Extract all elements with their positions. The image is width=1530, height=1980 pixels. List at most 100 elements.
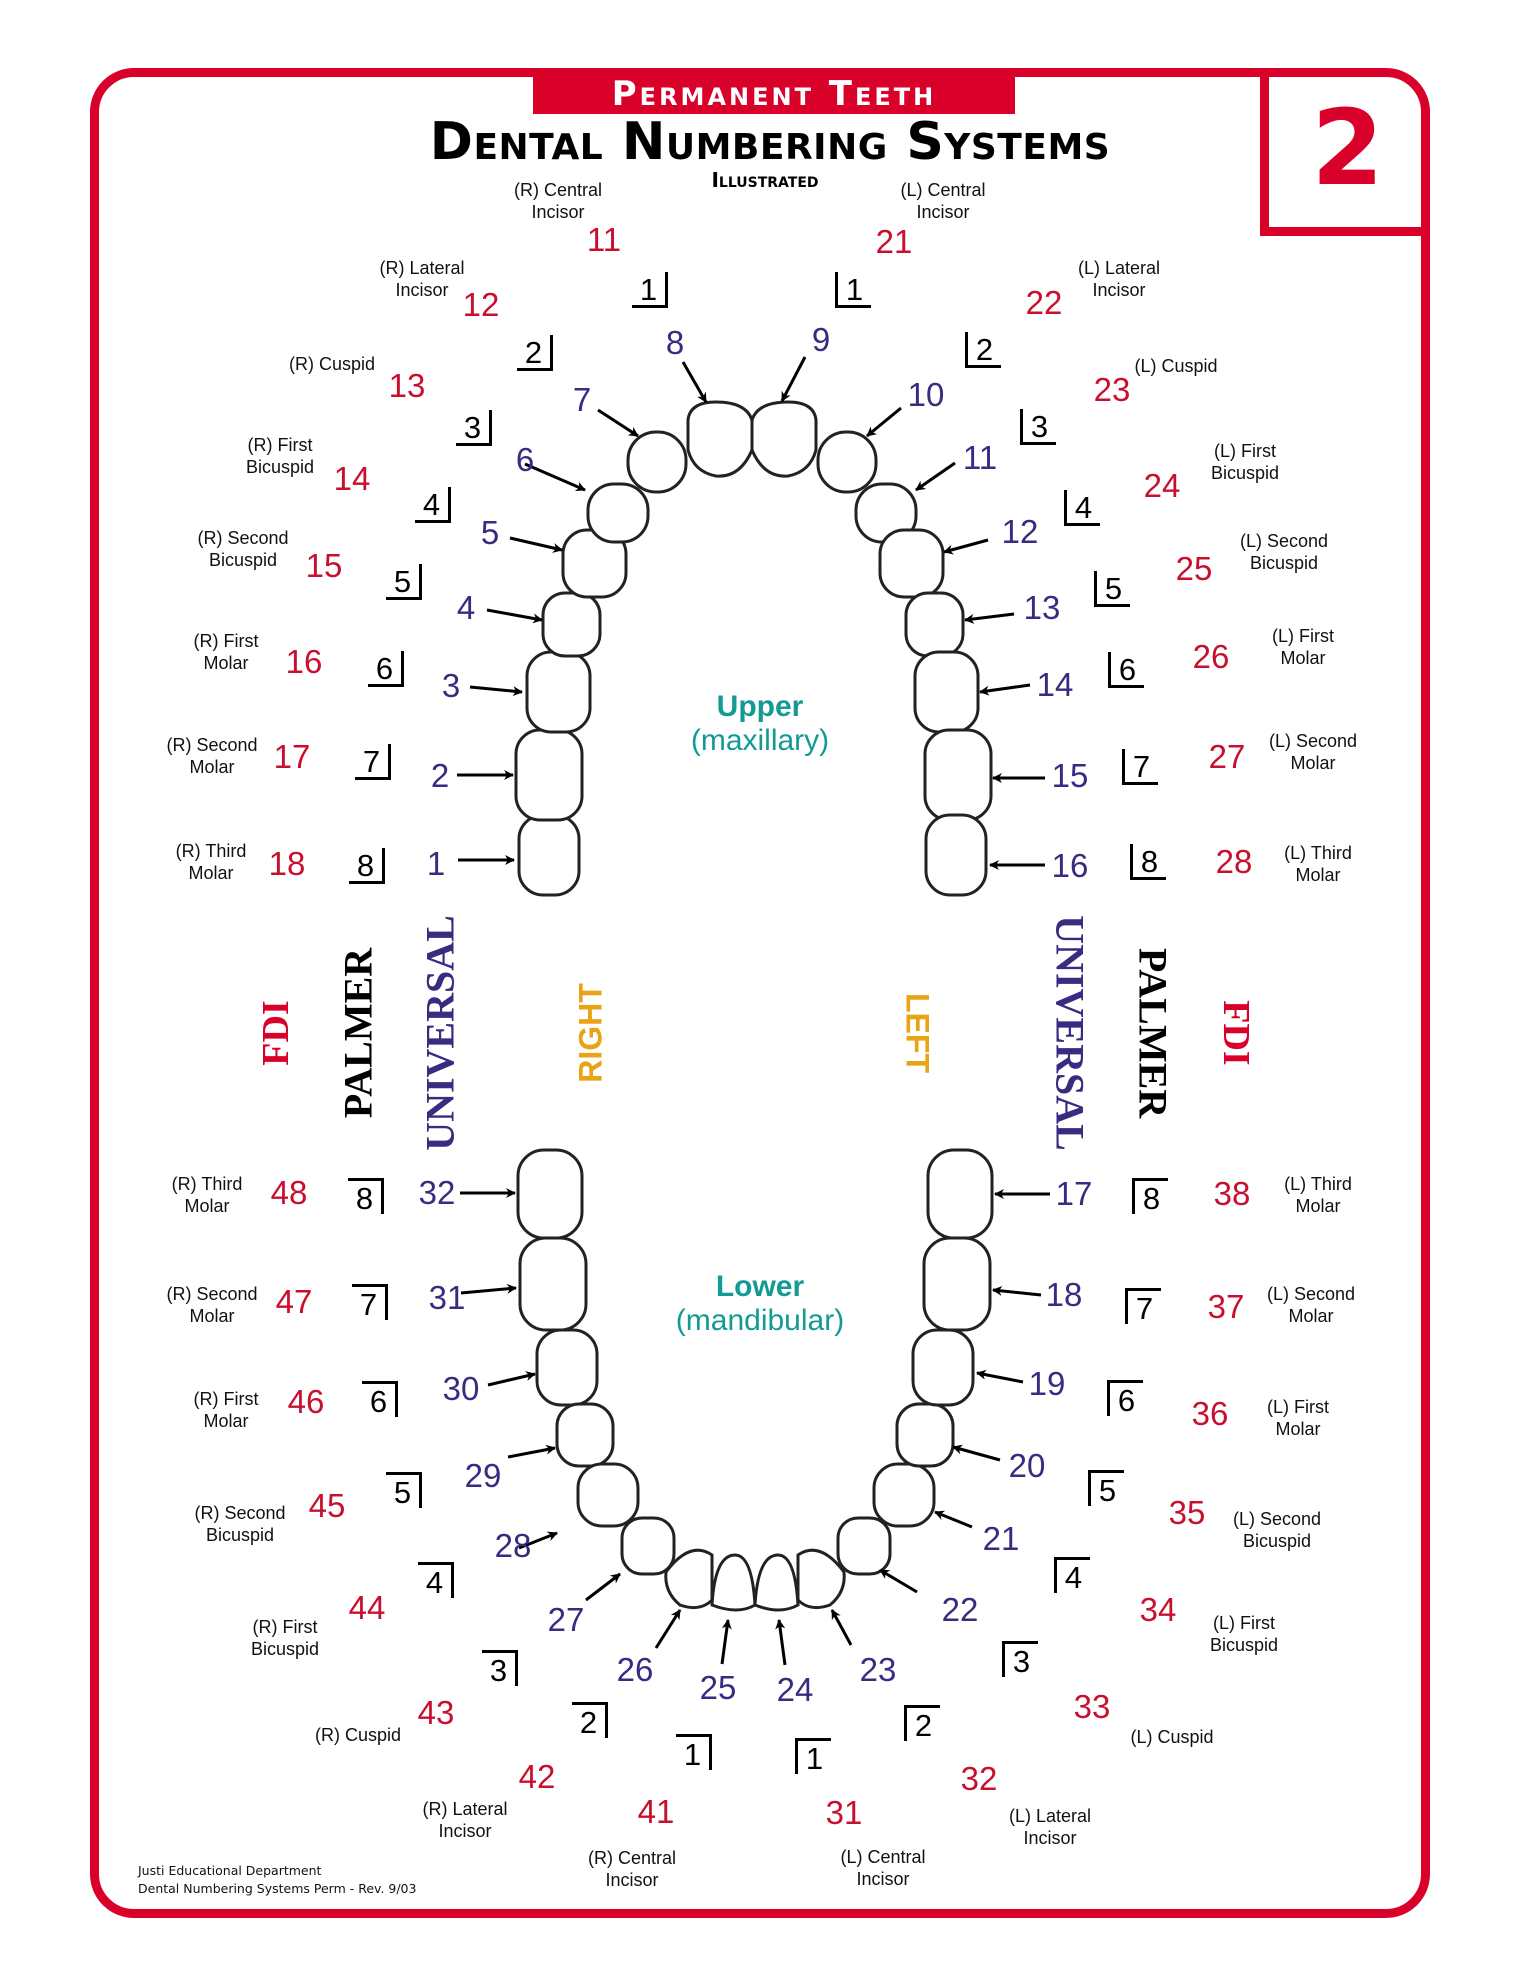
tooth-name: (R) Cuspid	[288, 354, 376, 374]
palmer-number: 2	[904, 1705, 940, 1743]
fdi-number: 21	[875, 223, 913, 260]
tooth-name: (R) First Bicuspid	[245, 435, 315, 477]
fdi-number: 23	[1093, 371, 1131, 408]
fdi-number: 38	[1213, 1175, 1251, 1212]
tooth-name: (L) Second Bicuspid	[1232, 1509, 1322, 1551]
universal-number: 32	[418, 1174, 456, 1211]
fdi-number: 35	[1168, 1494, 1206, 1531]
fdi-number: 33	[1073, 1688, 1111, 1725]
fdi-label-left: FDI	[1215, 1000, 1257, 1066]
universal-number: 23	[859, 1651, 897, 1688]
fdi-number: 37	[1207, 1288, 1245, 1325]
universal-number: 29	[464, 1457, 502, 1494]
tooth-name: (R) Central Incisor	[587, 1848, 677, 1890]
tooth-name: (R) Lateral Incisor	[422, 1799, 508, 1841]
fdi-number: 16	[285, 643, 323, 680]
fdi-number: 34	[1139, 1591, 1177, 1628]
footer-department: Justi Educational Department	[138, 1863, 322, 1878]
universal-number: 27	[547, 1601, 585, 1638]
tooth-name: (R) Second Bicuspid	[194, 1503, 286, 1545]
upper-arch-title: Upper	[716, 690, 804, 723]
palmer-number: 4	[1054, 1557, 1090, 1595]
page-number: 2	[1311, 87, 1384, 209]
universal-number: 4	[456, 589, 476, 626]
universal-label-right: UNIVERSAL	[417, 915, 463, 1151]
upper-arch-label: Upper (maxillary)	[691, 690, 829, 758]
tooth-name: (L) Second Molar	[1266, 1284, 1356, 1326]
tooth-name: (L) Third Molar	[1284, 1174, 1352, 1216]
universal-number: 22	[941, 1591, 979, 1628]
palmer-number: 2	[572, 1702, 608, 1740]
universal-number: 26	[616, 1651, 654, 1688]
palmer-label-left: PALMER	[1130, 947, 1176, 1119]
fdi-number: 32	[960, 1760, 998, 1797]
lower-arch-subtitle: (mandibular)	[675, 1304, 845, 1337]
page-border	[90, 68, 1430, 1918]
palmer-number: 3	[1002, 1641, 1038, 1679]
palmer-number: 5	[386, 1472, 422, 1510]
fdi-number: 44	[348, 1589, 386, 1626]
lower-arch-label: Lower (mandibular)	[676, 1270, 844, 1338]
fdi-number: 18	[268, 845, 306, 882]
universal-number: 12	[1001, 513, 1039, 550]
band-title: Permanent Teeth	[533, 74, 1015, 114]
footer: Justi Educational Department Dental Numb…	[138, 1862, 416, 1898]
palmer-number: 6	[1107, 1380, 1143, 1418]
fdi-label-right: FDI	[255, 1000, 297, 1066]
palmer-number: 3	[482, 1650, 518, 1688]
universal-number: 16	[1051, 847, 1089, 884]
palmer-number: 8	[348, 1178, 384, 1216]
fdi-number: 13	[388, 367, 426, 404]
fdi-number: 42	[518, 1758, 556, 1795]
fdi-number: 31	[825, 1794, 863, 1831]
palmer-number: 1	[835, 272, 871, 308]
tooth-name: (R) Second Bicuspid	[197, 528, 289, 570]
page-number-box	[1260, 68, 1430, 236]
tooth-name: (L) First Molar	[1272, 626, 1334, 668]
universal-number: 20	[1008, 1447, 1046, 1484]
universal-number: 9	[811, 321, 831, 358]
universal-number: 5	[480, 514, 500, 551]
tooth-name: (L) Lateral Incisor	[1077, 258, 1161, 300]
tooth-name: (R) Third Molar	[171, 1174, 243, 1216]
tooth-name: (L) Second Molar	[1268, 731, 1358, 773]
right-side-label: RIGHT	[572, 983, 609, 1083]
palmer-number: 7	[1122, 749, 1158, 785]
tooth-name: (R) Central Incisor	[513, 180, 603, 222]
palmer-number: 2	[517, 335, 553, 371]
universal-number: 7	[572, 381, 592, 418]
fdi-number: 47	[275, 1283, 313, 1320]
tooth-name: (L) First Molar	[1267, 1397, 1329, 1439]
universal-number: 31	[428, 1279, 466, 1316]
fdi-number: 11	[586, 221, 622, 258]
palmer-number: 3	[1020, 409, 1056, 445]
left-side-label: LEFT	[899, 993, 936, 1073]
tooth-name: (R) First Molar	[193, 631, 259, 673]
palmer-number: 1	[676, 1734, 712, 1772]
fdi-number: 17	[273, 738, 311, 775]
palmer-number: 8	[349, 848, 385, 884]
fdi-number: 26	[1192, 638, 1230, 675]
tooth-name: (R) First Molar	[193, 1389, 259, 1431]
tooth-name: (L) Third Molar	[1284, 843, 1352, 885]
universal-number: 13	[1023, 589, 1061, 626]
fdi-number: 12	[462, 286, 500, 323]
page-subtitle: Illustrated	[711, 168, 819, 192]
universal-number: 15	[1051, 757, 1089, 794]
universal-number: 28	[494, 1527, 532, 1564]
universal-number: 1	[426, 845, 446, 882]
palmer-number: 1	[632, 272, 668, 308]
universal-number: 6	[515, 441, 535, 478]
universal-number: 3	[441, 667, 461, 704]
universal-label-left: UNIVERSAL	[1047, 915, 1093, 1151]
palmer-number: 2	[965, 332, 1001, 368]
palmer-number: 5	[1094, 571, 1130, 607]
tooth-name: (R) Second Molar	[166, 1284, 258, 1326]
palmer-number: 7	[355, 744, 391, 780]
palmer-number: 7	[352, 1284, 388, 1322]
palmer-number: 1	[795, 1738, 831, 1776]
universal-number: 25	[699, 1669, 737, 1706]
fdi-number: 14	[333, 460, 371, 497]
universal-number: 19	[1028, 1365, 1066, 1402]
